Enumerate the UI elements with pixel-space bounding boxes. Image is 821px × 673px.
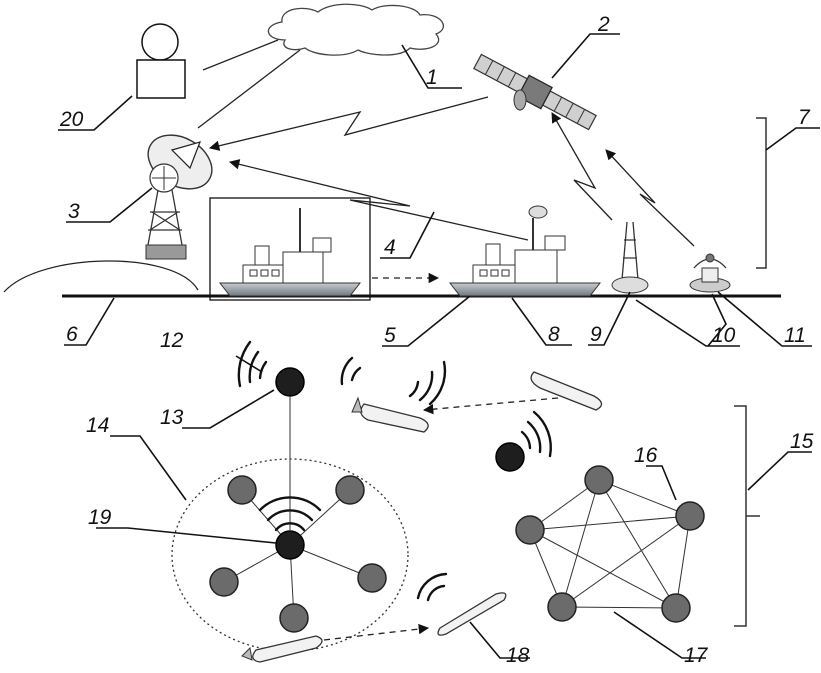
leader-lines <box>58 33 820 659</box>
vehicle3-move-arrow <box>323 623 430 641</box>
signal-waves-icon <box>340 356 447 406</box>
label-8: 8 <box>548 323 560 346</box>
label-16: 16 <box>634 444 658 467</box>
mesh-node <box>584 465 614 495</box>
ship-link-antenna <box>228 159 529 241</box>
label-9: 9 <box>590 323 602 346</box>
signal-waves-icon <box>520 410 552 458</box>
underwater-vehicle-icon <box>437 592 507 636</box>
label-10: 10 <box>712 324 736 347</box>
label-7: 7 <box>798 106 811 129</box>
underwater-vehicle-icon <box>530 371 603 411</box>
ship-with-antenna-icon <box>448 205 602 297</box>
bracket-surface <box>756 117 767 269</box>
underwater-node-dark <box>495 442 525 472</box>
star-node <box>279 603 309 633</box>
ground-antenna-icon <box>145 134 213 260</box>
label-14: 14 <box>86 414 109 437</box>
buoy-icon <box>689 253 731 293</box>
star-node <box>357 563 387 593</box>
mesh-node <box>515 515 545 545</box>
satellite-icon <box>473 53 597 131</box>
shore-line <box>3 260 199 293</box>
star-hub-node <box>275 530 305 560</box>
vehicle-move-arrow <box>422 397 559 415</box>
label-5: 5 <box>384 324 396 347</box>
buoy2-link-satellite <box>605 149 695 247</box>
signal-waves-icon <box>237 340 268 388</box>
label-20: 20 <box>59 108 84 131</box>
ship-frame <box>209 197 371 301</box>
buoy-tower-icon <box>611 221 649 294</box>
underwater-vehicle-icon <box>241 635 323 663</box>
signal-waves-icon <box>416 572 448 602</box>
label-15: 15 <box>790 430 814 453</box>
buoy-link-satellite <box>551 112 613 221</box>
star-node <box>335 475 365 505</box>
satellite-link-antenna <box>208 96 489 151</box>
label-1: 1 <box>426 66 438 89</box>
label-12: 12 <box>160 329 184 352</box>
star-node <box>227 475 257 505</box>
label-19: 19 <box>88 506 112 529</box>
underwater-node-hub <box>275 367 305 397</box>
bracket-underwater <box>734 405 747 627</box>
label-18: 18 <box>506 644 530 667</box>
mesh-node <box>547 592 577 622</box>
label-4: 4 <box>384 236 396 259</box>
underwater-vehicle-icon <box>351 396 429 433</box>
label-11: 11 <box>784 324 806 347</box>
label-17: 17 <box>684 644 709 667</box>
cloud-link-operator <box>202 39 279 71</box>
cloud-link-antenna <box>197 49 301 129</box>
label-2: 2 <box>597 13 610 36</box>
ship-icon <box>218 208 362 297</box>
operator-icon <box>136 23 186 99</box>
label-13: 13 <box>160 406 184 429</box>
star-node <box>209 567 239 597</box>
mesh-node <box>661 593 691 623</box>
mesh-node <box>675 501 705 531</box>
label-3: 3 <box>68 200 80 223</box>
mesh-links <box>529 479 691 609</box>
signal-waves-icon <box>258 496 322 532</box>
cloud-icon <box>267 3 444 56</box>
label-6: 6 <box>66 323 78 346</box>
